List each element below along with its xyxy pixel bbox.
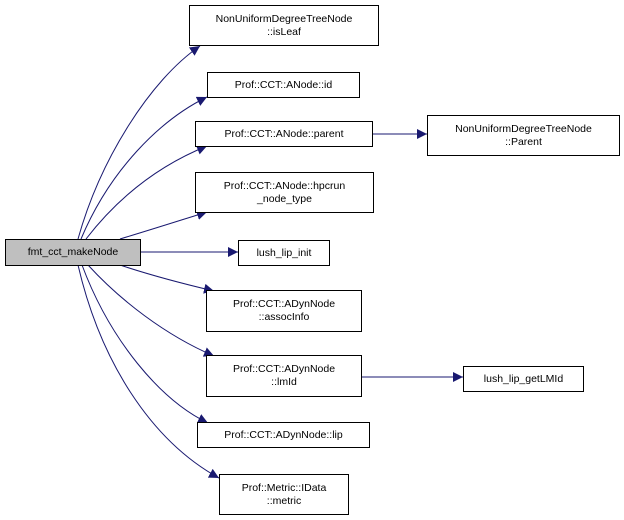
node-label: _node_type [257,192,312,205]
node-adynnode-associnfo[interactable]: Prof::CCT::ADynNode ::assocInfo [206,290,362,332]
edge-root-to-isleaf [77,45,201,240]
node-anode-parent[interactable]: Prof::CCT::ANode::parent [195,121,373,147]
edge-root-to-hpcrun-node-type [119,210,208,240]
node-label: Prof::CCT::ADynNode::lip [224,428,343,441]
node-nudt-parent[interactable]: NonUniformDegreeTreeNode ::Parent [427,115,620,156]
node-label: ::assocInfo [258,311,310,323]
node-label: Prof::Metric::IData [241,481,327,494]
node-label: lush_lip_getLMId [483,372,564,385]
node-label: Prof::CCT::ANode::hpcrun [223,179,346,192]
edge-root-to-lmid [87,264,215,357]
node-label: Prof::CCT::ANode::id [234,78,333,91]
node-nudt-isleaf[interactable]: NonUniformDegreeTreeNode ::isLeaf [189,5,379,46]
node-label: ::isLeaf [267,25,301,38]
node-label: ::metric [266,494,302,507]
node-lush-lip-getlmid[interactable]: lush_lip_getLMId [463,366,584,392]
node-label: ::lmId [271,376,297,388]
node-label: ::Parent [505,135,542,148]
node-anode-hpcrun-node-type[interactable]: Prof::CCT::ANode::hpcrun _node_type [195,172,374,213]
node-label: fmt_cct_makeNode [27,246,119,258]
edge-root-to-anode-id [80,96,208,240]
node-adynnode-lmid[interactable]: Prof::CCT::ADynNode ::lmId [206,355,362,397]
node-label: Prof::CCT::ADynNode [232,298,336,310]
node-idata-metric[interactable]: Prof::Metric::IData ::metric [219,474,349,515]
node-label: NonUniformDegreeTreeNode [215,12,353,25]
node-label: Prof::CCT::ADynNode [232,363,336,375]
node-anode-id[interactable]: Prof::CCT::ANode::id [207,72,360,98]
edge-root-to-lip [81,264,209,424]
node-adynnode-lip[interactable]: Prof::CCT::ADynNode::lip [197,422,370,448]
edge-root-to-metric [77,264,220,479]
node-fmt-cct-makenode: fmt_cct_makeNode [5,239,141,266]
edge-root-to-associnfo [119,264,215,294]
node-lush-lip-init[interactable]: lush_lip_init [238,240,330,266]
node-label: NonUniformDegreeTreeNode [455,122,592,135]
node-label: lush_lip_init [256,246,312,259]
edge-root-to-anode-parent [85,145,208,240]
node-label: Prof::CCT::ANode::parent [224,127,344,140]
